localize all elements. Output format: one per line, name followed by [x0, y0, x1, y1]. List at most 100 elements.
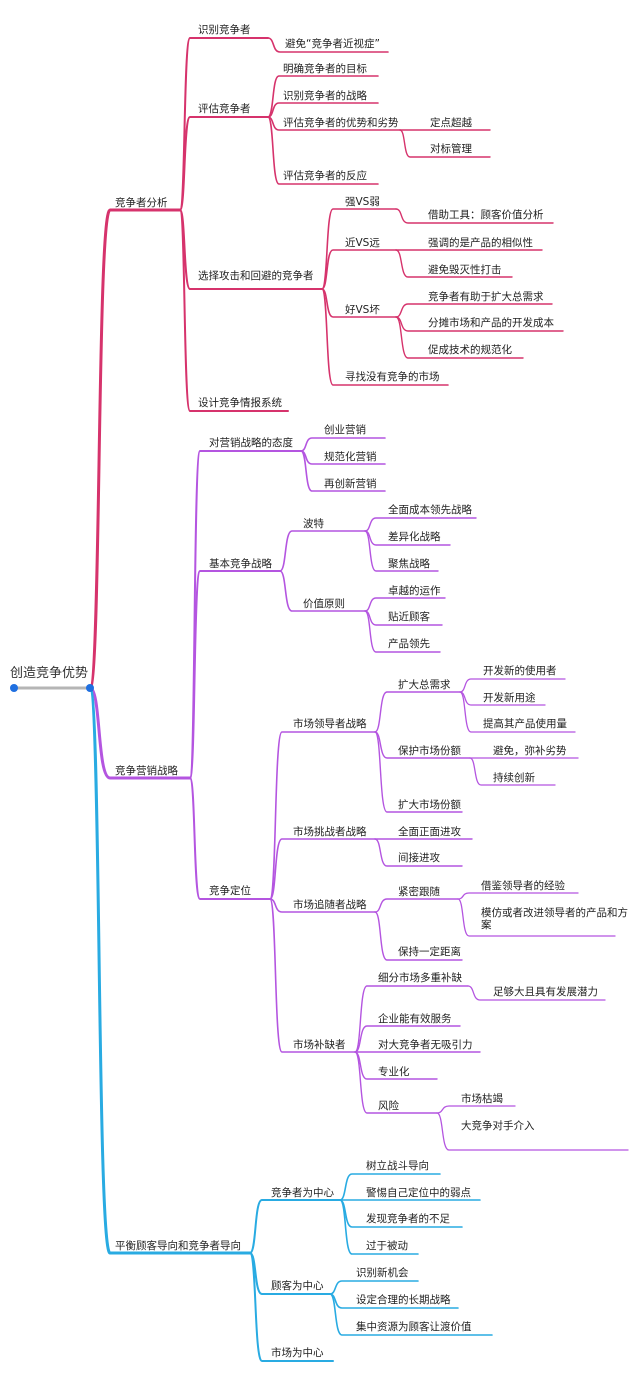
- connector: [300, 437, 386, 452]
- connector: [374, 691, 461, 733]
- connector: [249, 1199, 341, 1254]
- root-topic[interactable]: 创造竞争优势: [10, 666, 89, 681]
- topic-more-usage[interactable]: 提高其产品使用量: [483, 718, 567, 730]
- topic-find-shortcomings[interactable]: 发现竞争者的不足: [366, 1213, 450, 1225]
- topic-reinnovation-marketing[interactable]: 再创新营销: [324, 478, 377, 490]
- topic-good-bad[interactable]: 好VS坏: [345, 304, 380, 316]
- topic-competitive-marketing[interactable]: 竞争营销战略: [115, 765, 178, 777]
- connector: [300, 450, 386, 492]
- topic-market-depletion[interactable]: 市场枯竭: [461, 1093, 503, 1105]
- connector: [269, 898, 376, 913]
- topic-market-centered[interactable]: 市场为中心: [271, 1347, 324, 1359]
- topic-balance-orientation[interactable]: 平衡顾客导向和竞争者导向: [115, 1240, 241, 1252]
- topic-large-potential[interactable]: 足够大且具有发展潜力: [493, 986, 598, 998]
- topic-market-challenger[interactable]: 市场挑战者战略: [293, 826, 367, 838]
- topic-risk[interactable]: 风险: [378, 1100, 399, 1112]
- topic-frontal-attack[interactable]: 全面正面进攻: [398, 826, 461, 838]
- connector: [374, 911, 463, 961]
- connector: [395, 303, 553, 318]
- topic-identify-competitors[interactable]: 识别竞争者: [198, 24, 251, 36]
- topic-market-leader[interactable]: 市场领导者战略: [293, 718, 367, 730]
- topic-strengths-weaknesses[interactable]: 评估竞争者的优势和劣势: [283, 117, 399, 129]
- topic-too-passive[interactable]: 过于被动: [366, 1240, 408, 1252]
- topic-unattractive[interactable]: 对大竞争者无吸引力: [378, 1039, 473, 1051]
- connector: [339, 1199, 419, 1255]
- topic-basic-strategies[interactable]: 基本竞争战略: [209, 558, 272, 570]
- topic-no-competition-market[interactable]: 寻找没有竞争的市场: [345, 371, 440, 383]
- topic-expand-share[interactable]: 扩大市场份额: [398, 799, 461, 811]
- connector: [279, 570, 366, 612]
- topic-continuous-innovation[interactable]: 持续创新: [493, 772, 535, 784]
- topic-evaluate-competitors[interactable]: 评估竞争者: [198, 103, 251, 115]
- topic-competitive-positioning[interactable]: 竞争定位: [209, 885, 251, 897]
- connector: [339, 1173, 441, 1201]
- topic-expand-total-demand[interactable]: 扩大总需求: [398, 679, 451, 691]
- topic-protect-share[interactable]: 保护市场份额: [398, 745, 461, 757]
- topic-standardize[interactable]: 促成技术的规范化: [428, 344, 512, 356]
- connector: [279, 530, 366, 572]
- connector: [459, 678, 566, 693]
- topic-multiple-niches[interactable]: 细分市场多重补缺: [378, 972, 462, 984]
- connector: [267, 116, 379, 185]
- connector: [436, 1105, 516, 1114]
- topic-product-leadership[interactable]: 产品领先: [388, 638, 430, 650]
- topic-deliver-value[interactable]: 集中资源为顾客让渡价值: [356, 1321, 472, 1333]
- topic-similarity[interactable]: 强调的是产品的相似性: [428, 237, 533, 249]
- topic-formulated-marketing[interactable]: 规范化营销: [324, 451, 377, 463]
- topic-strong-weak[interactable]: 强VS弱: [345, 196, 380, 208]
- topic-differentiation[interactable]: 差异化战略: [388, 531, 441, 543]
- topic-expand-demand[interactable]: 竞争者有助于扩大总需求: [428, 291, 544, 303]
- topic-avoid-destruction[interactable]: 避免毁灭性打击: [428, 264, 502, 276]
- connector: [374, 898, 459, 913]
- topic-new-opportunities[interactable]: 识别新机会: [356, 1267, 409, 1279]
- topic-customer-centered[interactable]: 顾客为中心: [271, 1280, 324, 1292]
- root-start-dot: [10, 684, 18, 692]
- topic-effective-service[interactable]: 企业能有效服务: [378, 1013, 452, 1025]
- topic-goals[interactable]: 明确竞争者的目标: [283, 63, 367, 75]
- topic-combat-orientation[interactable]: 树立战斗导向: [366, 1160, 429, 1172]
- topic-watch-weakness[interactable]: 警惕自己定位中的弱点: [366, 1187, 471, 1199]
- connector: [395, 208, 554, 224]
- topic-share-costs[interactable]: 分摊市场和产品的开发成本: [428, 317, 554, 329]
- topic-market-nicher[interactable]: 市场补缺者: [293, 1039, 346, 1051]
- topic-benchmarking-2[interactable]: 对标管理: [430, 143, 472, 155]
- topic-intelligence-system[interactable]: 设计竞争情报系统: [198, 397, 282, 409]
- topic-long-term-strategy[interactable]: 设定合理的长期战略: [356, 1294, 451, 1306]
- topic-keep-distance[interactable]: 保持一定距离: [398, 946, 461, 958]
- topic-reactions[interactable]: 评估竞争者的反应: [283, 170, 367, 182]
- topic-avoid-weakness[interactable]: 避免，弥补劣势: [493, 745, 567, 757]
- topic-strategies[interactable]: 识别竞争者的战略: [283, 90, 367, 102]
- topic-value-analysis[interactable]: 借助工具：顾客价值分析: [428, 209, 544, 221]
- topic-value-principles[interactable]: 价值原则: [303, 598, 345, 610]
- connector: [399, 129, 491, 158]
- topic-big-competitor-entry[interactable]: 大竞争对手介入: [461, 1120, 535, 1132]
- connector: [88, 686, 252, 1255]
- root-branch-dot: [86, 684, 94, 692]
- connector: [354, 1051, 438, 1114]
- topic-close-following[interactable]: 紧密跟随: [398, 886, 440, 898]
- topic-new-uses[interactable]: 开发新用途: [483, 692, 536, 704]
- topic-learn-from-leader[interactable]: 借鉴领导者的经验: [481, 880, 565, 892]
- topic-startup-marketing[interactable]: 创业营销: [324, 424, 366, 436]
- connector: [179, 116, 269, 211]
- topic-operational-excellence[interactable]: 卓越的运作: [388, 585, 441, 597]
- topic-focus[interactable]: 聚焦战略: [388, 558, 430, 570]
- topic-new-users[interactable]: 开发新的使用者: [483, 665, 557, 677]
- topic-marketing-attitude[interactable]: 对营销战略的态度: [209, 437, 293, 449]
- topic-market-follower[interactable]: 市场追随者战略: [293, 899, 367, 911]
- topic-indirect-attack[interactable]: 间接进攻: [398, 852, 440, 864]
- connector: [459, 691, 576, 733]
- topic-imitate-improve[interactable]: 模仿或者改进领导者的产品和方案: [481, 907, 628, 931]
- connector: [364, 517, 477, 532]
- connector: [267, 37, 389, 53]
- topic-benchmarking-1[interactable]: 定点超越: [430, 117, 472, 129]
- topic-customer-intimacy[interactable]: 贴近顾客: [388, 611, 430, 623]
- topic-choose-competitors[interactable]: 选择攻击和回避的竞争者: [198, 270, 314, 282]
- topic-near-far[interactable]: 近VS远: [345, 237, 380, 249]
- topic-porter[interactable]: 波特: [303, 518, 324, 530]
- topic-competitor-centered[interactable]: 竞争者为中心: [271, 1187, 334, 1199]
- topic-cost-leadership[interactable]: 全面成本领先战略: [388, 504, 472, 516]
- topic-competitor-analysis[interactable]: 竞争者分析: [115, 197, 168, 209]
- topic-avoid-myopia[interactable]: 避免“竞争者近视症”: [285, 38, 380, 50]
- topic-specialization[interactable]: 专业化: [378, 1066, 410, 1078]
